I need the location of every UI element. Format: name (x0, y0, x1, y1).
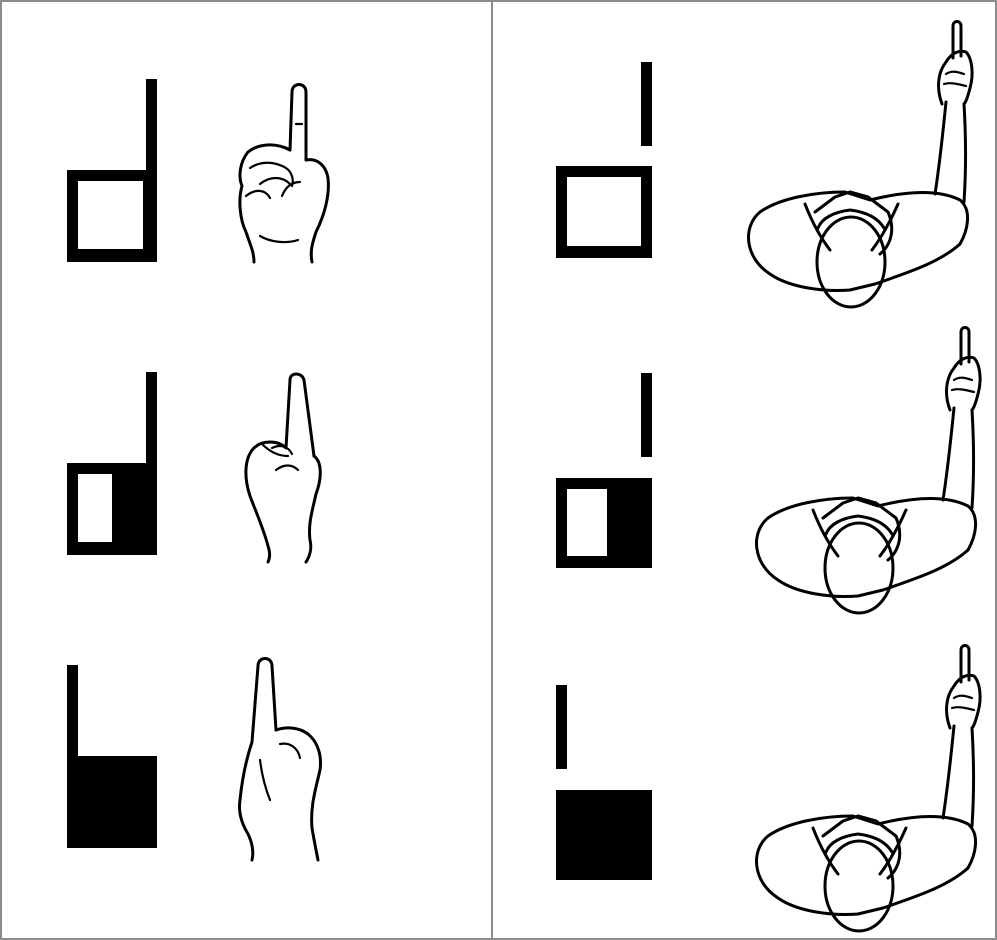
hand-fist-index-up-icon (240, 85, 328, 263)
symbol-half-square-detached (556, 373, 652, 568)
hand-side-index-up-icon (246, 374, 320, 562)
symbol-open-square-detached (556, 62, 652, 258)
hand-back-index-up-icon (239, 659, 320, 861)
symbol-filled-square-detached (556, 685, 652, 880)
symbol-half-square (67, 372, 157, 555)
symbol-open-square (67, 79, 157, 262)
person-overhead-arm-raised-icon (757, 328, 981, 614)
person-overhead-arm-raised-icon (749, 22, 973, 308)
right-panel (556, 22, 980, 932)
person-overhead-arm-raised-icon (757, 646, 981, 932)
left-panel (67, 79, 328, 860)
symbol-filled-square (67, 665, 157, 848)
